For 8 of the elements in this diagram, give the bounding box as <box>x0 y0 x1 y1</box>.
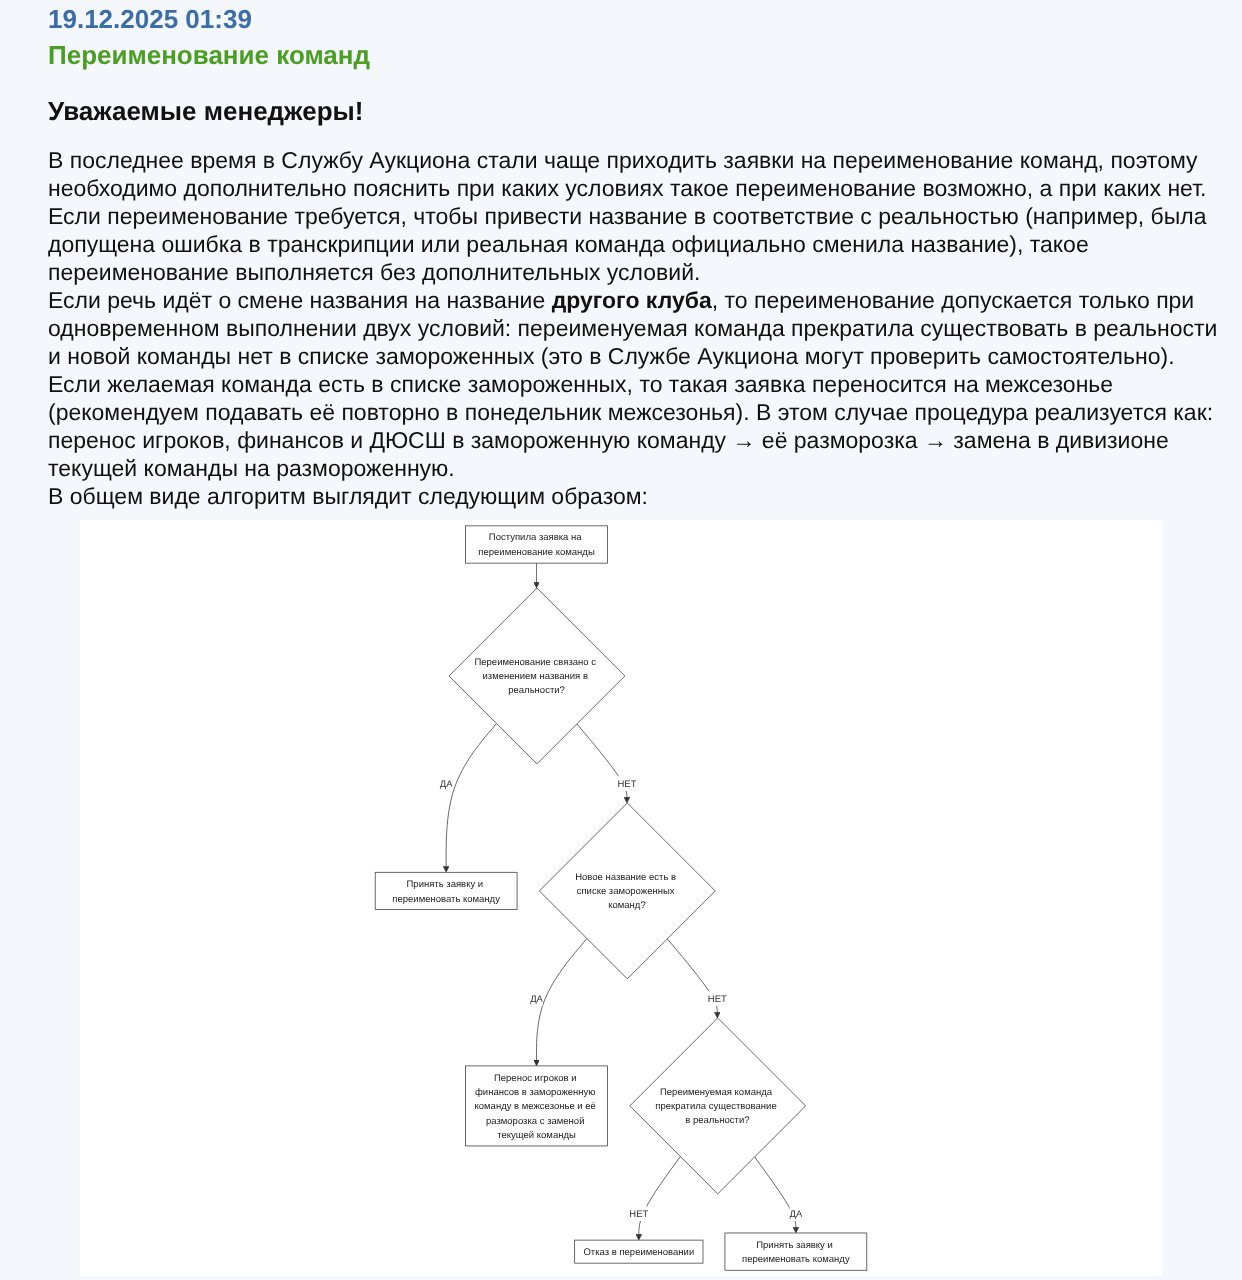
paragraph: Если желаемая команда есть в списке замороженных, то такая заявка переносится на межсезонье (рекомендуем подавать её повторно в понедельник межсезонья). В этом случае процедура реализуется как: перенос игроков, финансов и ДЮСШ в замороженную команду → её разморозка → замена в дивизионе текущей команды на размороженную. <box>48 371 1216 484</box>
greeting-heading: Уважаемые менеджеры! <box>48 95 364 128</box>
paragraph: В последнее время в Службу Аукциона стали чаще приходить заявки на переименование команд, поэтому необходимо дополнительно пояснить при каких условиях такое переименование возможно, а при каких нет. <box>48 147 1209 204</box>
post-title: Переименование команд <box>48 40 370 72</box>
paragraph: Если переименование требуется, чтобы привести название в соответствие с реальностью (например, была допущена ошибка в транскрипции или реальная команда официально сменила название), такое переименование выполняется без дополнительных условий. <box>48 203 1209 288</box>
paragraph: Если речь идёт о смене названия на название другого клуба, то переименование допускается только при одновременном выполнении двух условий: переименуемая команда прекратила существовать в реальности и новой команды нет в списке замороженных (это в Службе Аукциона могут проверить самостоятельно). <box>48 287 1220 372</box>
paragraph: В общем виде алгоритм выглядит следующим образом: <box>48 483 650 512</box>
post-date: 19.12.2025 01:39 <box>48 4 252 36</box>
